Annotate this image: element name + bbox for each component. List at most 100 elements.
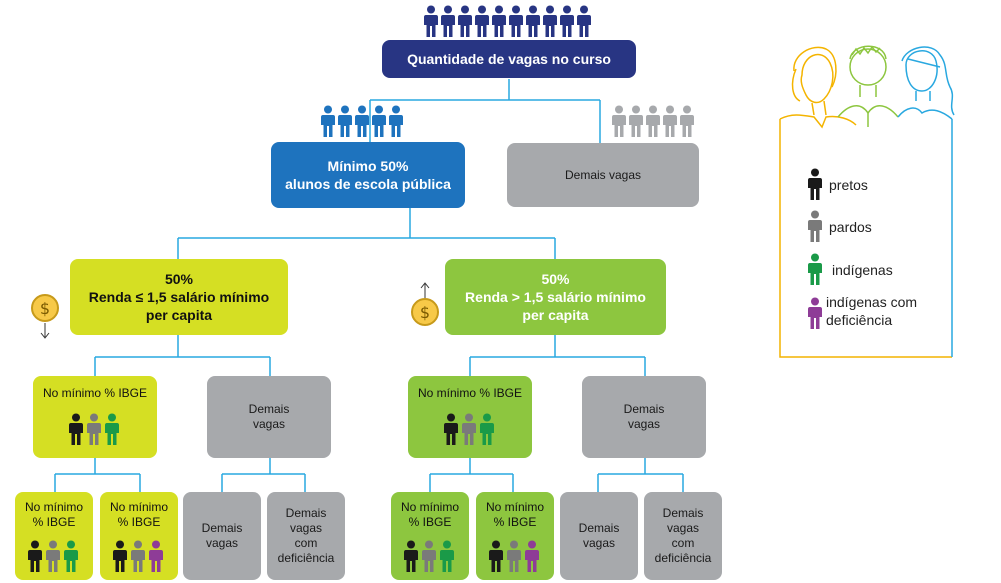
high-income-line3: per capita	[522, 307, 589, 323]
person-icon	[543, 5, 557, 37]
low-other-line1: Demais	[248, 402, 290, 416]
sub-min-line2: % IBGE	[117, 515, 161, 529]
person-icon	[28, 540, 42, 572]
sub-demais-line1: Demais	[201, 521, 243, 535]
person-icon	[87, 413, 101, 445]
other-people-icons	[612, 105, 697, 141]
coin-down-icon: $	[30, 286, 60, 340]
person-icon	[475, 5, 489, 37]
low-min-ibge-sub1-box: No mínimo % IBGE	[15, 492, 93, 580]
person-icon	[355, 105, 369, 137]
person-icon	[444, 413, 458, 445]
person-icon	[577, 5, 591, 37]
high-min-ibge-label: No mínimo % IBGE	[417, 386, 523, 400]
public-school-line1: Mínimo 50%	[327, 158, 409, 174]
low-other-line2: vagas	[252, 417, 286, 431]
high-income-line1: 50%	[541, 271, 570, 287]
public-school-line2: alunos de escola pública	[285, 176, 451, 192]
person-icon	[507, 540, 521, 572]
person-icon	[458, 5, 472, 37]
sub-def-line2: vagas	[289, 521, 323, 535]
person-icon	[441, 5, 455, 37]
legend-label-pretos: pretos	[829, 177, 868, 193]
high-min-ibge-sub2-box: No mínimo % IBGE	[476, 492, 554, 580]
person-icon	[389, 105, 403, 137]
person-outline-icon	[779, 46, 952, 358]
legend-label-indigenas-deficiencia-2: deficiência	[826, 312, 893, 328]
person-icon	[422, 540, 436, 572]
sub-def-line4: deficiência	[277, 551, 335, 565]
legend-label-indigenas: indígenas	[832, 262, 893, 278]
person-icon	[663, 105, 677, 137]
high-income-box: 50% Renda > 1,5 salário mínimo per capit…	[445, 259, 666, 335]
person-icon	[629, 105, 643, 137]
person-icon	[612, 105, 626, 137]
low-min-ibge-label: No mínimo % IBGE	[42, 386, 148, 400]
person-icon	[131, 540, 145, 572]
low-other-sub1-box: Demais vagas	[183, 492, 261, 580]
ppi-people-icons	[69, 413, 119, 445]
person-icon	[492, 5, 506, 37]
person-icon	[69, 413, 83, 445]
coin-up-icon: $	[410, 282, 440, 328]
person-icon	[489, 540, 503, 572]
sub-def-line2: vagas	[666, 521, 700, 535]
low-min-ibge-sub2-box: No mínimo % IBGE	[100, 492, 178, 580]
person-icon	[808, 210, 822, 242]
high-other-sub1-box: Demais vagas	[560, 492, 638, 580]
person-icon	[46, 540, 60, 572]
low-income-line1: 50%	[164, 271, 194, 287]
ppi-deficiency-people-icons	[489, 540, 539, 572]
person-icon	[404, 540, 418, 572]
person-icon	[372, 105, 386, 137]
root-label: Quantidade de vagas no curso	[407, 51, 611, 67]
sub-min-line2: % IBGE	[493, 515, 537, 529]
person-icon	[424, 5, 438, 37]
sub-demais-line1: Demais	[578, 521, 620, 535]
low-other-sub2-box: Demais vagas com deficiência	[267, 492, 345, 580]
person-icon	[525, 540, 539, 572]
svg-text:$: $	[420, 303, 430, 322]
public-people-icons	[321, 105, 406, 141]
low-min-ibge-box: No mínimo % IBGE	[33, 376, 157, 458]
root-box: Quantidade de vagas no curso	[382, 40, 636, 78]
high-min-ibge-box: No mínimo % IBGE	[408, 376, 532, 458]
person-icon	[646, 105, 660, 137]
svg-text:$: $	[40, 299, 50, 318]
sub-min-line1: No mínimo	[24, 500, 83, 514]
person-icon	[808, 297, 822, 329]
high-other-vacancies-box: Demais vagas	[582, 376, 706, 458]
person-icon	[526, 5, 540, 37]
sub-def-line3: com	[294, 536, 318, 550]
sub-def-line4: deficiência	[654, 551, 712, 565]
public-school-box: Mínimo 50% alunos de escola pública	[271, 142, 465, 208]
legend-indigena-icon	[808, 253, 822, 285]
low-income-line2: Renda ≤ 1,5 salário mínimo	[88, 289, 270, 305]
sub-min-line1: No mínimo	[485, 500, 544, 514]
other-vacancies-box: Demais vagas	[507, 143, 699, 207]
high-other-line1: Demais	[623, 402, 665, 416]
sub-min-line1: No mínimo	[400, 500, 459, 514]
low-income-box: 50% Renda ≤ 1,5 salário mínimo per capit…	[70, 259, 288, 335]
person-icon	[321, 105, 335, 137]
person-outline-icon	[897, 46, 955, 357]
person-icon	[64, 540, 78, 572]
person-icon	[105, 413, 119, 445]
ppi-people-icons	[444, 413, 494, 445]
sub-demais-line2: vagas	[582, 536, 616, 550]
sub-def-line1: Demais	[662, 506, 704, 520]
sub-min-line2: % IBGE	[408, 515, 452, 529]
legend-label-indigenas-deficiencia-1: indígenas com	[826, 294, 918, 310]
person-icon	[808, 168, 822, 200]
person-icon	[462, 413, 476, 445]
person-icon	[808, 253, 822, 285]
high-other-line2: vagas	[627, 417, 661, 431]
person-icon	[509, 5, 523, 37]
legend-pardo-icon	[808, 210, 822, 242]
person-icon	[338, 105, 352, 137]
person-icon	[149, 540, 163, 572]
low-income-line3: per capita	[145, 307, 213, 323]
legend-label-pardos: pardos	[829, 219, 872, 235]
sub-def-line3: com	[671, 536, 695, 550]
